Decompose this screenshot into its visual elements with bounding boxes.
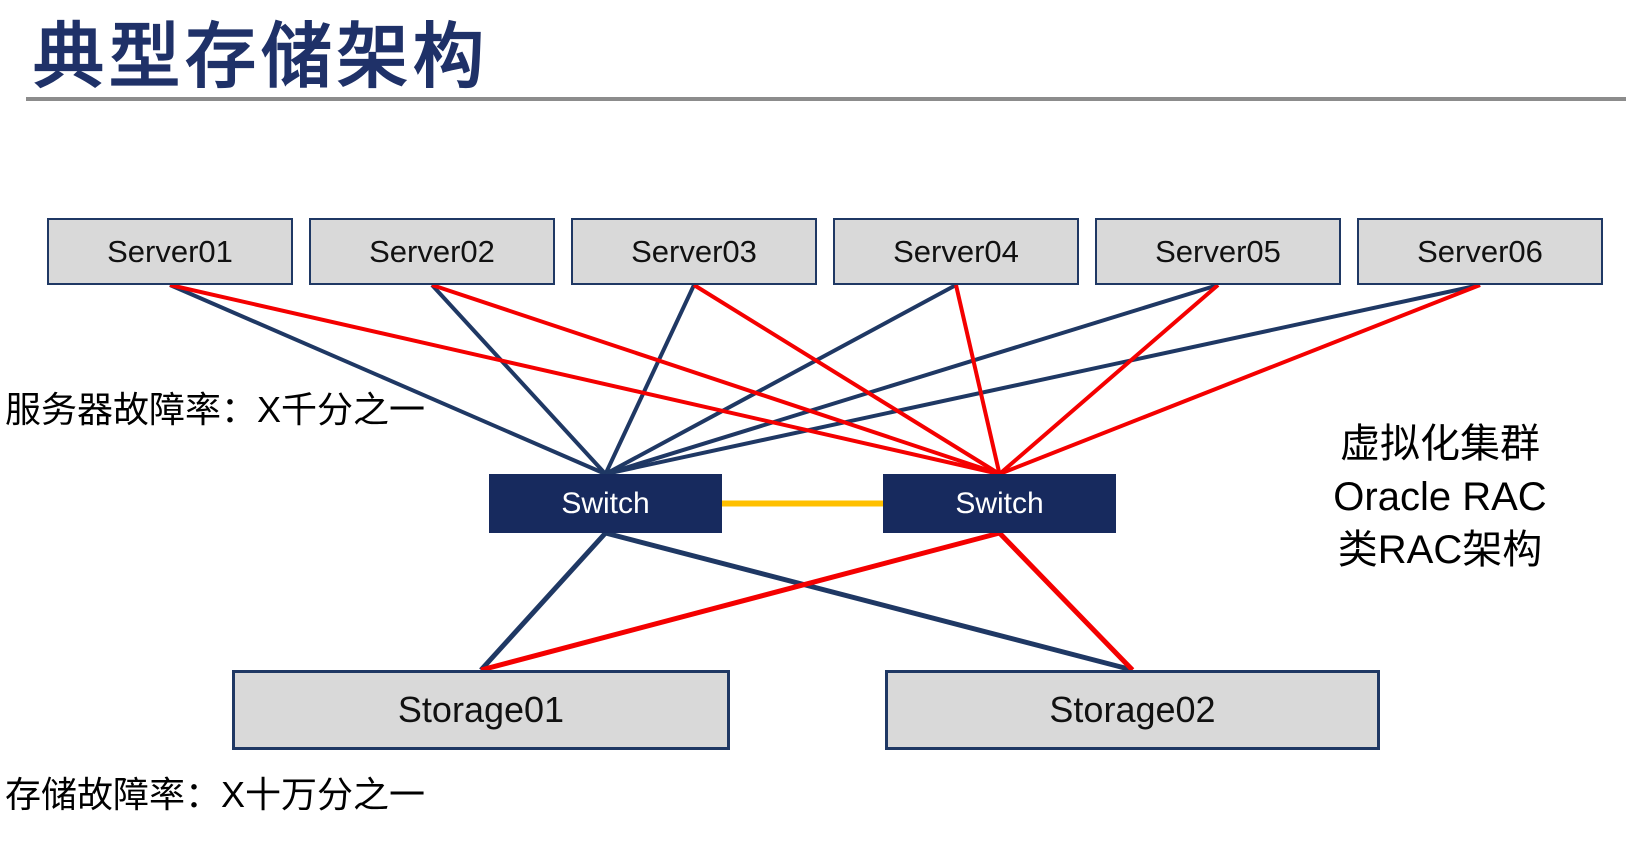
storage-node-1: Storage01 — [232, 670, 730, 750]
cluster-note-line: Oracle RAC — [1333, 475, 1547, 519]
server-label: Server02 — [369, 233, 495, 269]
connection-line — [604, 283, 1219, 476]
server-label: Server04 — [893, 233, 1019, 269]
connection-line — [480, 530, 1001, 673]
connection-line — [479, 531, 608, 672]
server-label: Server05 — [1155, 233, 1281, 269]
server-failure-rate-note: 服务器故障率：X千分之一 — [5, 389, 426, 430]
server-node-4: Server04 — [833, 218, 1079, 285]
storage-label: Storage02 — [1049, 689, 1216, 730]
switch-node-right: Switch — [883, 474, 1116, 533]
cluster-type-note: 虚拟化集群 Oracle RAC 类RAC架构 — [1319, 418, 1561, 577]
connection-line — [604, 530, 1134, 673]
storage-node-2: Storage02 — [885, 670, 1380, 750]
server-node-6: Server06 — [1357, 218, 1603, 285]
switch-label: Switch — [561, 486, 650, 520]
connection-line — [997, 531, 1135, 672]
switch-label: Switch — [955, 486, 1044, 520]
connection-line — [954, 284, 1002, 475]
server-node-5: Server05 — [1095, 218, 1341, 285]
cluster-note-line: 虚拟化集群 — [1340, 422, 1540, 466]
server-label: Server01 — [107, 233, 233, 269]
storage-failure-rate-note: 存储故障率：X十万分之一 — [5, 774, 426, 815]
server-node-3: Server03 — [571, 218, 817, 285]
connection-line — [169, 283, 607, 476]
server-label: Server06 — [1417, 233, 1543, 269]
page-title: 典型存储架构 — [33, 18, 490, 97]
connection-line — [169, 283, 1000, 476]
connection-line — [431, 283, 1001, 476]
connection-line — [998, 283, 1220, 476]
server-node-2: Server02 — [309, 218, 555, 285]
connection-line — [603, 284, 696, 475]
switch-node-left: Switch — [489, 474, 722, 533]
server-node-1: Server01 — [47, 218, 293, 285]
connection-line — [604, 283, 957, 476]
cluster-note-line: 类RAC架构 — [1337, 528, 1543, 572]
storage-label: Storage01 — [397, 689, 565, 730]
connection-line — [692, 283, 1001, 476]
server-label: Server03 — [631, 233, 757, 269]
connection-line — [430, 283, 607, 476]
title-separator — [26, 97, 1626, 101]
